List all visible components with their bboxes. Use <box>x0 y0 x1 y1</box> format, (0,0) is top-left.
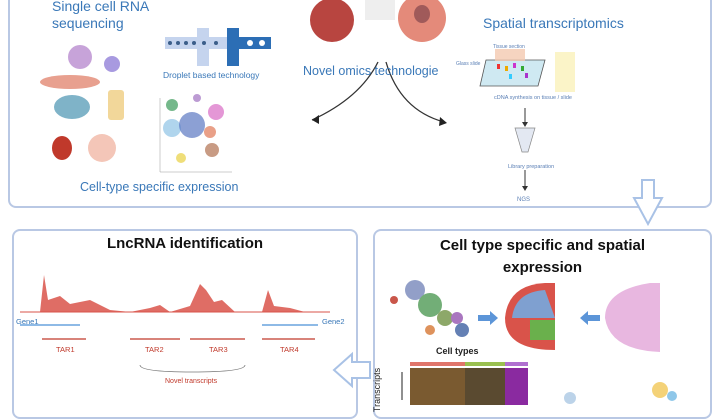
spatial-title: Spatial transcriptomics <box>483 15 624 31</box>
diagram-graphics <box>20 0 677 405</box>
scrna-title: Single cell RNA sequencing <box>52 0 150 31</box>
cell-icon <box>88 134 116 162</box>
cell-icon <box>104 56 120 72</box>
right-arrow-small <box>478 311 498 325</box>
umap-plot <box>390 280 469 337</box>
cdna-label: cDNA synthesis on tissue / slide <box>494 95 572 101</box>
tube-icon <box>514 127 536 153</box>
ngs-label: NGS <box>517 197 531 203</box>
lncrna-title: LncRNA identification <box>106 235 264 252</box>
coverage-peaks <box>30 275 320 312</box>
gene1-label: Gene1 <box>16 317 39 326</box>
novel-omics-label: Novel omics technologie <box>303 64 439 78</box>
tsne-plot <box>159 94 232 173</box>
top-panel <box>8 0 712 208</box>
tumor-icon <box>310 0 354 42</box>
left-arrow <box>332 351 371 389</box>
cell-icon <box>54 95 90 119</box>
he-brain-section <box>605 283 660 352</box>
glass-slide-label: Glass slide <box>456 61 481 67</box>
cell-types-label: Cell types <box>436 346 479 356</box>
library-label: Library preparation <box>508 164 555 170</box>
tar-label: TAR1 <box>56 345 75 354</box>
gene2-label: Gene2 <box>322 317 345 326</box>
droplet-label: Droplet based technology <box>163 70 260 80</box>
glass-slide <box>479 59 546 87</box>
down-arrow <box>632 179 664 227</box>
tar-label: TAR4 <box>280 345 299 354</box>
heatmap <box>410 368 465 405</box>
cell-icon <box>52 136 72 160</box>
arrow-to-spatial <box>385 61 445 123</box>
tar-label: TAR3 <box>209 345 228 354</box>
transcripts-label: Transcripts <box>372 367 383 413</box>
celltype-expression-label: Cell-type specific expression <box>80 180 239 194</box>
spatial-scatter <box>564 382 677 404</box>
tar-label: TAR2 <box>145 345 164 354</box>
cell-icon <box>40 75 100 89</box>
cell-icon <box>108 90 124 120</box>
celltype-title: Cell type specific and spatial expressio… <box>439 237 646 276</box>
tissue-section-label: Tissue section <box>493 44 525 50</box>
left-arrow-small <box>580 311 600 325</box>
arrow-to-scrna <box>311 61 379 121</box>
cell-icon <box>68 45 92 69</box>
brace <box>139 364 246 373</box>
novel-transcripts-label: Novel transcripts <box>165 378 218 385</box>
